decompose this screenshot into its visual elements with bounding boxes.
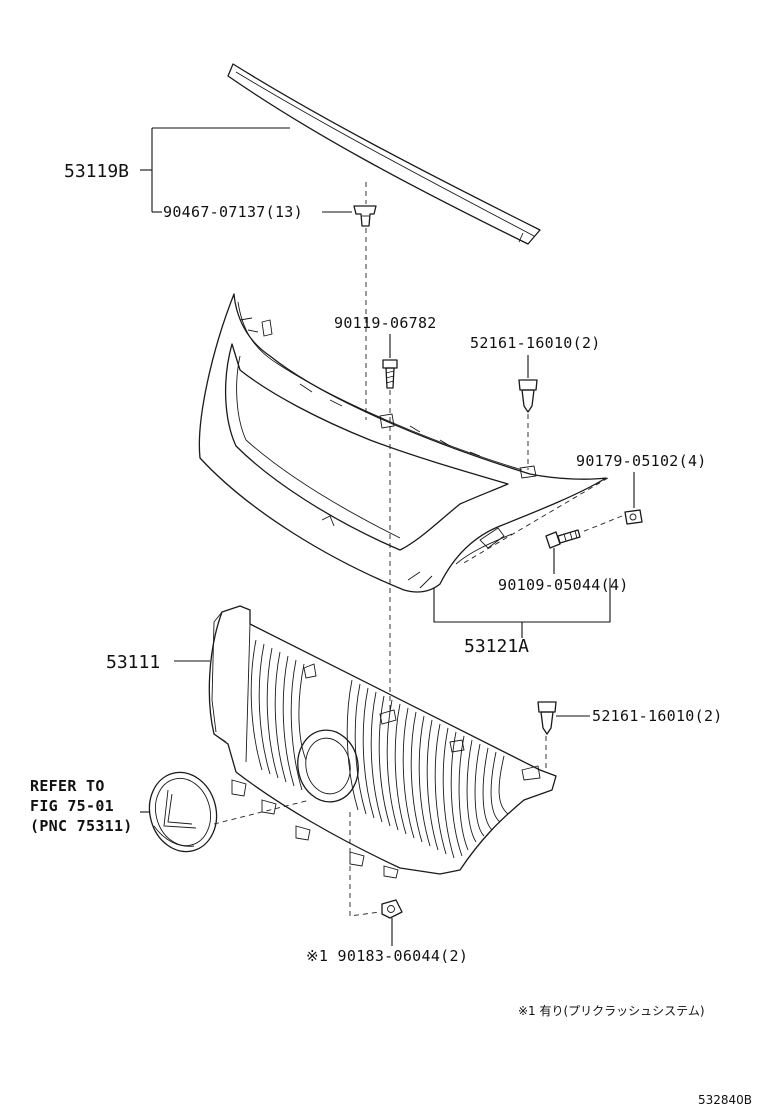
- nut-bottom-icon[interactable]: [381, 899, 403, 919]
- screw-top-icon[interactable]: [382, 359, 398, 389]
- label-refer-line1: REFER TO: [30, 777, 105, 795]
- emblem-icon[interactable]: [141, 765, 225, 859]
- label-frame: 53121A: [464, 636, 529, 657]
- label-screw-side: 90109-05044(4): [498, 576, 629, 594]
- figure-id: 532840B: [698, 1093, 752, 1107]
- clip-molding-icon[interactable]: [353, 205, 377, 227]
- footnote: ※1 有り(プリクラッシュシステム): [518, 1004, 705, 1018]
- label-screw-top: 90119-06782: [334, 314, 437, 332]
- dashline-g: [349, 812, 381, 917]
- radiator-grille[interactable]: [208, 605, 557, 879]
- clip-lower-icon[interactable]: [537, 701, 557, 735]
- dashline-emblem: [213, 799, 311, 825]
- label-clip-upper: 52161-16010(2): [470, 334, 601, 352]
- label-molding: 53119B: [64, 161, 129, 182]
- label-nut-bottom: ※1 90183-06044(2): [306, 947, 468, 965]
- screw-side-icon[interactable]: [545, 529, 581, 549]
- dashline-f: [581, 515, 623, 533]
- label-refer-line3: (PNC 75311): [30, 817, 133, 835]
- label-refer-line2: FIG 75-01: [30, 797, 114, 815]
- nut-icon[interactable]: [624, 509, 643, 525]
- label-nut: 90179-05102(4): [576, 452, 707, 470]
- grille-frame[interactable]: [198, 293, 607, 593]
- label-clip-molding: 90467-07137(13): [163, 203, 303, 221]
- label-grille: 53111: [106, 652, 160, 673]
- dashline-e: [461, 477, 609, 565]
- label-clip-lower: 52161-16010(2): [592, 707, 723, 725]
- clip-upper-icon[interactable]: [518, 379, 538, 413]
- molding-strip[interactable]: [227, 63, 541, 245]
